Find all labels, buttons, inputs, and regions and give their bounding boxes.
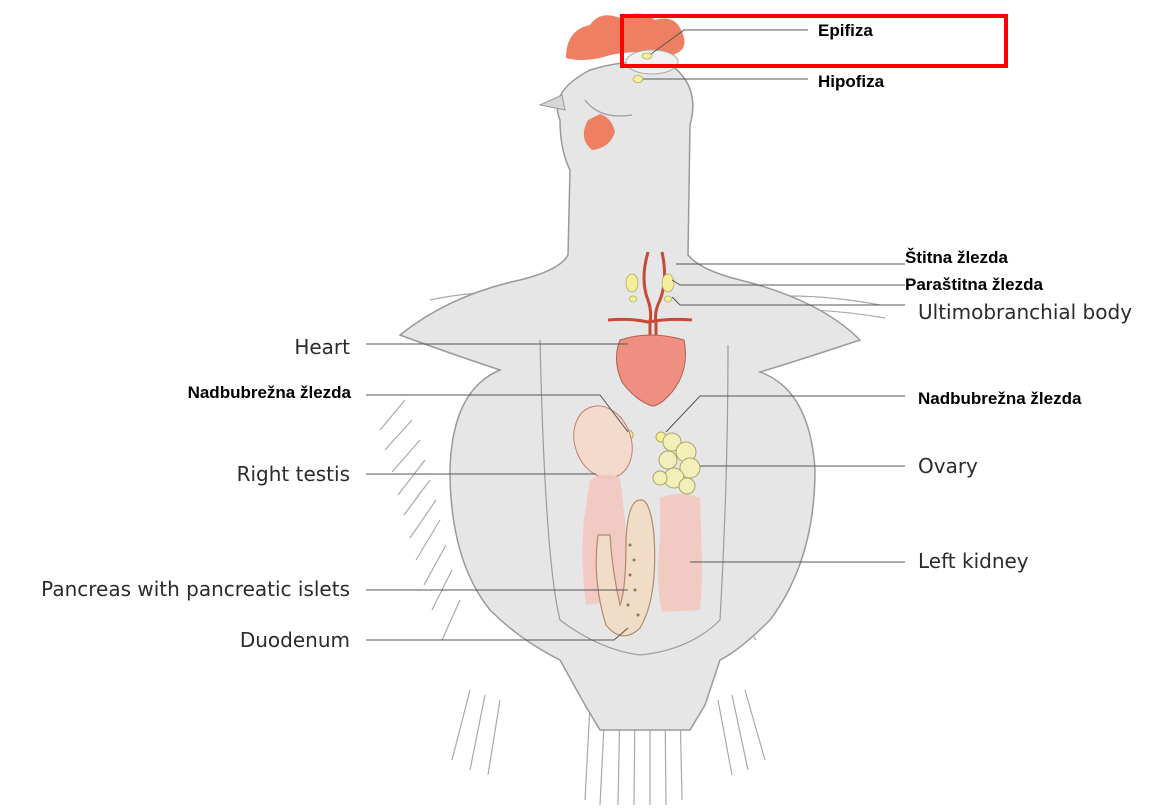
left-kidney-organ	[658, 494, 702, 612]
beak	[540, 95, 565, 110]
label-stitna-zlezda: Štitna žlezda	[905, 248, 1008, 268]
label-hipofiza: Hipofiza	[818, 72, 884, 92]
label-pancreas: Pancreas with pancreatic islets	[41, 577, 350, 601]
label-nadbubrezna-zlezda-left: Nadbubrežna žlezda	[188, 383, 351, 403]
label-duodenum: Duodenum	[240, 628, 350, 652]
label-left-kidney: Left kidney	[918, 549, 1029, 573]
label-epifiza: Epifiza	[818, 21, 873, 41]
label-ultimobranchial-body: Ultimobranchial body	[918, 300, 1132, 324]
label-ovary: Ovary	[918, 454, 978, 478]
label-heart: Heart	[294, 335, 350, 359]
label-right-testis: Right testis	[237, 462, 350, 486]
pineal-gland	[642, 53, 652, 59]
pituitary-gland	[633, 76, 643, 83]
label-parastitna-zlezda: Paraštitna žlezda	[905, 275, 1043, 295]
label-nadbubrezna-zlezda-right: Nadbubrežna žlezda	[918, 389, 1081, 409]
